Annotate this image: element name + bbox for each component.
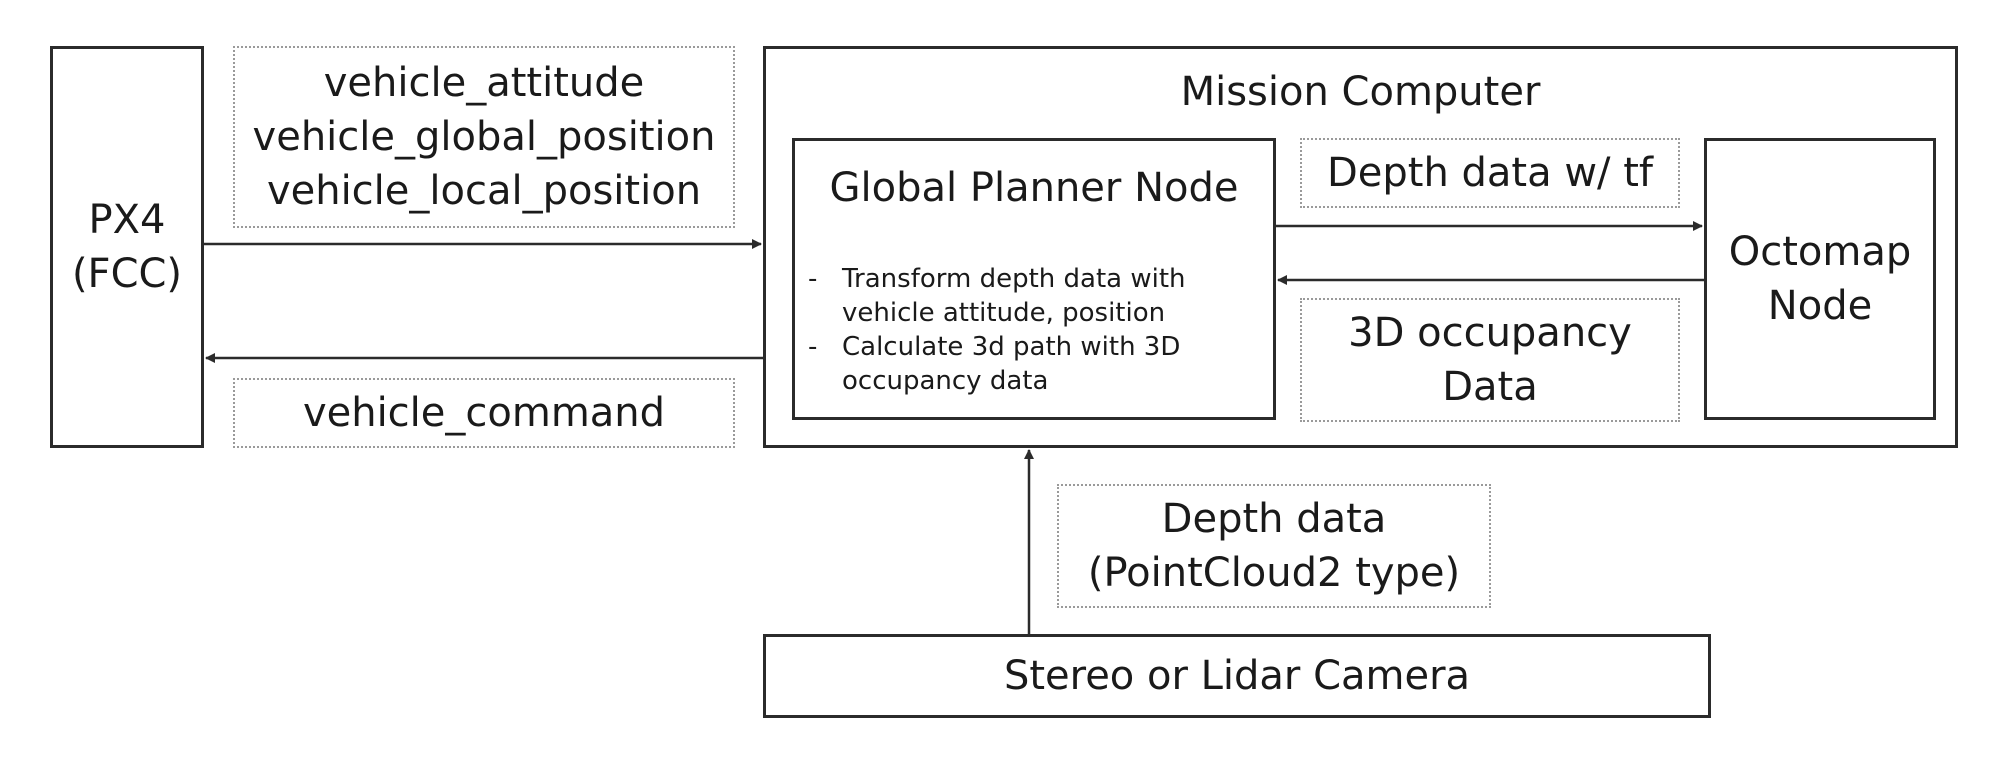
topic-vehicle-command: vehicle_command xyxy=(302,390,666,436)
px4-fcc-block: PX4 (FCC) xyxy=(50,46,204,448)
occupancy-line1: 3D occupancy xyxy=(1348,310,1632,356)
depth-input-line2: (PointCloud2 type) xyxy=(1087,550,1461,596)
task-calculate-path: - Calculate 3d path with 3D occupancy da… xyxy=(808,330,1268,398)
task-transform-line2: vehicle attitude, position xyxy=(842,298,1166,328)
camera-label: Stereo or Lidar Camera xyxy=(1003,653,1471,699)
camera-block: Stereo or Lidar Camera xyxy=(763,634,1711,718)
global-planner-tasks: - Transform depth data with vehicle atti… xyxy=(808,262,1268,398)
depth-tf-label: Depth data w/ tf xyxy=(1300,138,1680,208)
mission-computer-title: Mission Computer xyxy=(763,62,1958,122)
command-topic-label: vehicle_command xyxy=(233,378,735,448)
octomap-line1: Octomap xyxy=(1728,229,1912,275)
bullet-dash: - xyxy=(808,332,818,362)
task-calculate-line2: occupancy data xyxy=(842,366,1049,396)
topic-vehicle-attitude: vehicle_attitude xyxy=(323,60,645,106)
octomap-node: Octomap Node xyxy=(1704,138,1936,420)
bullet-dash: - xyxy=(808,264,818,294)
topic-vehicle-global-position: vehicle_global_position xyxy=(252,114,716,160)
occupancy-line2: Data xyxy=(1442,364,1538,410)
task-transform-depth: - Transform depth data with vehicle atti… xyxy=(808,262,1268,330)
depth-input-line1: Depth data xyxy=(1161,496,1387,542)
task-transform-line1: Transform depth data with xyxy=(842,264,1186,294)
fcc-label: (FCC) xyxy=(71,251,183,297)
occupancy-data-label: 3D occupancy Data xyxy=(1300,298,1680,422)
task-calculate-line1: Calculate 3d path with 3D xyxy=(842,332,1181,362)
depth-pointcloud-label: Depth data (PointCloud2 type) xyxy=(1057,484,1491,608)
topic-vehicle-local-position: vehicle_local_position xyxy=(266,168,702,214)
mission-computer-title-text: Mission Computer xyxy=(1180,69,1541,115)
octomap-line2: Node xyxy=(1767,283,1873,329)
depth-tf-text: Depth data w/ tf xyxy=(1326,150,1654,196)
global-planner-node xyxy=(792,138,1276,420)
global-planner-title: Global Planner Node xyxy=(792,158,1276,218)
telemetry-topics-label: vehicle_attitude vehicle_global_position… xyxy=(233,46,735,228)
px4-label: PX4 xyxy=(88,197,166,243)
global-planner-title-text: Global Planner Node xyxy=(829,165,1239,211)
